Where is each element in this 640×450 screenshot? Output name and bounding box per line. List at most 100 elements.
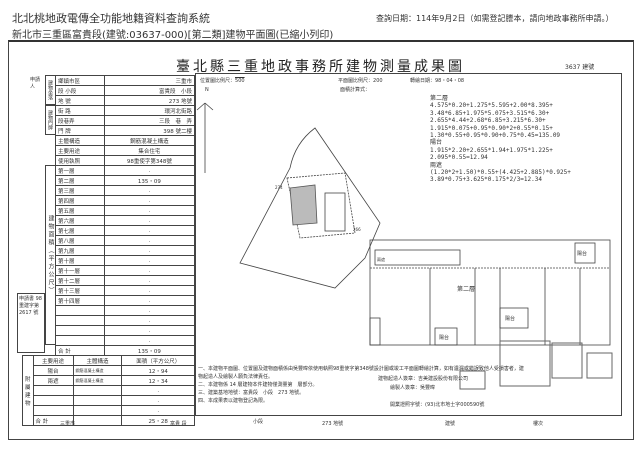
row-value: 富貴段 小段	[103, 85, 196, 96]
lot-number: 274	[275, 185, 283, 190]
footer-subsection: 小段	[253, 419, 264, 425]
rain-shelter-label: 兩遮	[377, 256, 385, 262]
row-label: 使用執照	[55, 155, 105, 166]
owner-col-label: 建物坐落	[45, 75, 55, 105]
row-value: .	[103, 235, 196, 246]
table-row: .	[55, 335, 196, 346]
row-label: 第四層	[55, 195, 105, 206]
row-value: .	[103, 225, 196, 236]
seal-stamps	[459, 340, 613, 390]
table-row: 第十三層.	[55, 285, 196, 296]
row-value: 三重市	[103, 75, 196, 86]
table-row: 第十四層.	[55, 295, 196, 306]
system-title: 北北桃地政電傳全功能地籍資料查詢系統	[12, 12, 210, 25]
note-2: 二、本建物係 14 層建物本件建物僅測量第 層部分。	[198, 382, 318, 388]
drafter-signature: 繪製人簽章：吳豐暐	[390, 385, 436, 391]
door-group-label: 建物門牌	[45, 105, 55, 135]
total-label: 合 計	[32, 415, 74, 426]
row-value: .	[103, 215, 196, 226]
table-row: 第一層.	[55, 165, 196, 176]
structure: 鋼筋混凝土構造	[72, 365, 123, 376]
applicant-label: 申請人	[30, 77, 41, 90]
structure: 鋼筋混凝土構造	[72, 375, 123, 386]
row-value: 鋼筋混凝土構造	[103, 135, 196, 146]
site-lot-outline	[239, 127, 381, 289]
table-row: 第三層.	[55, 185, 196, 196]
document-frame	[8, 40, 634, 440]
row-label: 第十三層	[55, 285, 105, 296]
table-row: .	[55, 305, 196, 316]
row-value: .	[103, 185, 196, 196]
build-number-label: 建號	[582, 64, 595, 71]
application-number: 申請書 98 重建字第 2617 號	[17, 293, 45, 353]
row-value: .	[103, 165, 196, 176]
location-scale-label: 位置圖比例尺：	[200, 78, 236, 84]
north-label: N	[205, 87, 209, 93]
row-value: .	[103, 285, 196, 296]
row-value: .	[103, 195, 196, 206]
row-label: 第十層	[55, 255, 105, 266]
table-row: 段 小段富貴段 小段	[55, 85, 196, 96]
row-value: .	[103, 305, 196, 316]
doc-title: 臺北縣三重地政事務所建物測量成果圖	[176, 59, 465, 75]
col-header: 主要用途	[32, 355, 74, 366]
floor-label: 第二層	[457, 285, 475, 293]
note-4: 四、本成果表以建物登記為限。	[198, 398, 269, 404]
query-date: 查詢日期：114年9月2日（如需登記謄本，請向地政事務所申請。）	[376, 14, 614, 23]
row-label: 門 牌	[55, 125, 105, 136]
table-row: 街 路環河北街路	[55, 105, 196, 116]
row-value: 135・09	[103, 175, 196, 186]
footer-lot: 273 地號	[322, 421, 344, 427]
plan-scale: 200	[373, 78, 383, 84]
area-group-label: 建物面積（平方公尺）	[45, 165, 55, 345]
row-value: .	[103, 315, 196, 326]
col-header: 面積（平方公尺）	[121, 355, 195, 366]
table-row: 第十層.	[55, 255, 196, 266]
row-value: .	[103, 205, 196, 216]
floor-plan-outline	[369, 239, 611, 346]
row-label: 第九層	[55, 245, 105, 256]
row-label: 第三層	[55, 185, 105, 196]
row-label: 段巷弄	[55, 115, 105, 126]
table-row: 段巷弄三段 巷 弄	[55, 115, 196, 126]
use: 陽台	[32, 365, 74, 376]
row-label: 第一層	[55, 165, 105, 176]
row-value: 398 號二樓	[103, 125, 196, 136]
row-label: 主要用途	[55, 145, 105, 156]
license-number: 開業證照字號：(93)北市地士字000590號	[390, 402, 485, 408]
table-row: 第十二層.	[55, 275, 196, 286]
row-label: 街 路	[55, 105, 105, 116]
area-formula-label: 面積計算式：	[340, 87, 371, 93]
table-row: .	[55, 325, 196, 336]
build-number: 3637	[565, 64, 581, 71]
row-label: 地 號	[55, 95, 105, 106]
plan-scale-label: 平面圖比例尺：	[338, 78, 374, 84]
footer-floor: 樓次	[533, 421, 544, 427]
table-row: 第十一層.	[55, 265, 196, 276]
row-value: .	[103, 265, 196, 276]
row-label: 主體構造	[55, 135, 105, 146]
row-label: 鄉鎮市區	[55, 75, 105, 86]
row-value: .	[103, 275, 196, 286]
lot-number-2: 266	[353, 227, 361, 232]
balcony-label-3: 陽台	[577, 250, 587, 257]
accessory-group-label: 附屬建物	[22, 355, 34, 426]
total-value: 25・28	[121, 415, 195, 426]
table-row: 主體構造鋼筋混凝土構造	[55, 135, 196, 146]
balcony-label-2: 陽台	[505, 315, 515, 322]
row-value: .	[103, 335, 196, 346]
row-label: 第六層	[55, 215, 105, 226]
table-row: 主要用途集合住宅	[55, 145, 196, 156]
table-row: 第五層.	[55, 205, 196, 216]
table-row: 第四層.	[55, 195, 196, 206]
row-value: .	[103, 325, 196, 336]
table-row: 鄉鎮市區三重市	[55, 75, 196, 86]
